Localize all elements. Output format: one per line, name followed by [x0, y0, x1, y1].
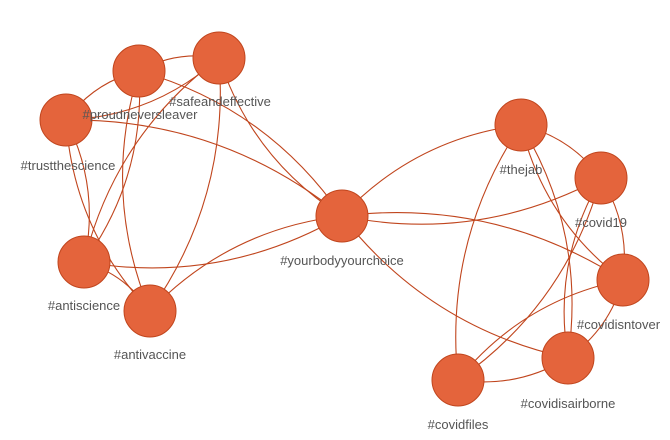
edge-safeandeffective-antiscience	[83, 57, 220, 263]
node-label-covid19: #covid19	[575, 215, 627, 230]
node-safeandeffective[interactable]	[192, 31, 246, 85]
node-label-proudneversleaver: #proudneversleaver	[83, 107, 199, 122]
node-antivaccine[interactable]	[123, 284, 177, 338]
node-label-thejab: #thejab	[500, 162, 543, 177]
node-label-antivaccine: #antivaccine	[114, 347, 186, 362]
edge-trustthescience-yourbodyyourchoice	[65, 119, 343, 217]
nodes-layer	[39, 31, 650, 407]
edge-covid19-covidfiles	[457, 177, 602, 381]
node-proudneversleaver[interactable]	[112, 44, 166, 98]
node-covidisairborne[interactable]	[541, 331, 595, 385]
node-yourbodyyourchoice[interactable]	[315, 189, 369, 243]
node-label-trustthescience: #trustthescience	[21, 158, 116, 173]
edge-yourbodyyourchoice-covidisairborne	[341, 215, 569, 359]
node-covidfiles[interactable]	[431, 353, 485, 407]
node-covid19[interactable]	[574, 151, 628, 205]
node-label-yourbodyyourchoice: #yourbodyyourchoice	[280, 253, 404, 268]
labels-layer: #proudneversleaver#safeandeffective #trus…	[21, 94, 661, 432]
node-covidisntover[interactable]	[596, 253, 650, 307]
edge-antiscience-yourbodyyourchoice	[83, 215, 343, 269]
edge-safeandeffective-antivaccine	[149, 57, 221, 312]
edge-safeandeffective-yourbodyyourchoice	[218, 57, 343, 217]
edge-antivaccine-yourbodyyourchoice	[149, 215, 343, 312]
node-label-covidisntover: #covidisntover	[577, 317, 661, 332]
edge-trustthescience-antivaccine	[65, 119, 151, 312]
node-antiscience[interactable]	[57, 235, 111, 289]
node-label-covidfiles: #covidfiles	[428, 417, 489, 432]
edge-proudneversleaver-antivaccine	[122, 70, 151, 312]
node-label-antiscience: #antiscience	[48, 298, 120, 313]
node-label-safeandeffective: #safeandeffective	[169, 94, 271, 109]
node-trustthescience[interactable]	[39, 93, 93, 147]
edge-yourbodyyourchoice-covidisntover	[341, 212, 624, 281]
edge-thejab-covidisairborne	[520, 124, 573, 359]
edge-thejab-covidfiles	[455, 124, 522, 381]
node-thejab[interactable]	[494, 98, 548, 152]
node-label-covidisairborne: #covidisairborne	[521, 396, 616, 411]
edge-proudneversleaver-yourbodyyourchoice	[138, 70, 343, 217]
